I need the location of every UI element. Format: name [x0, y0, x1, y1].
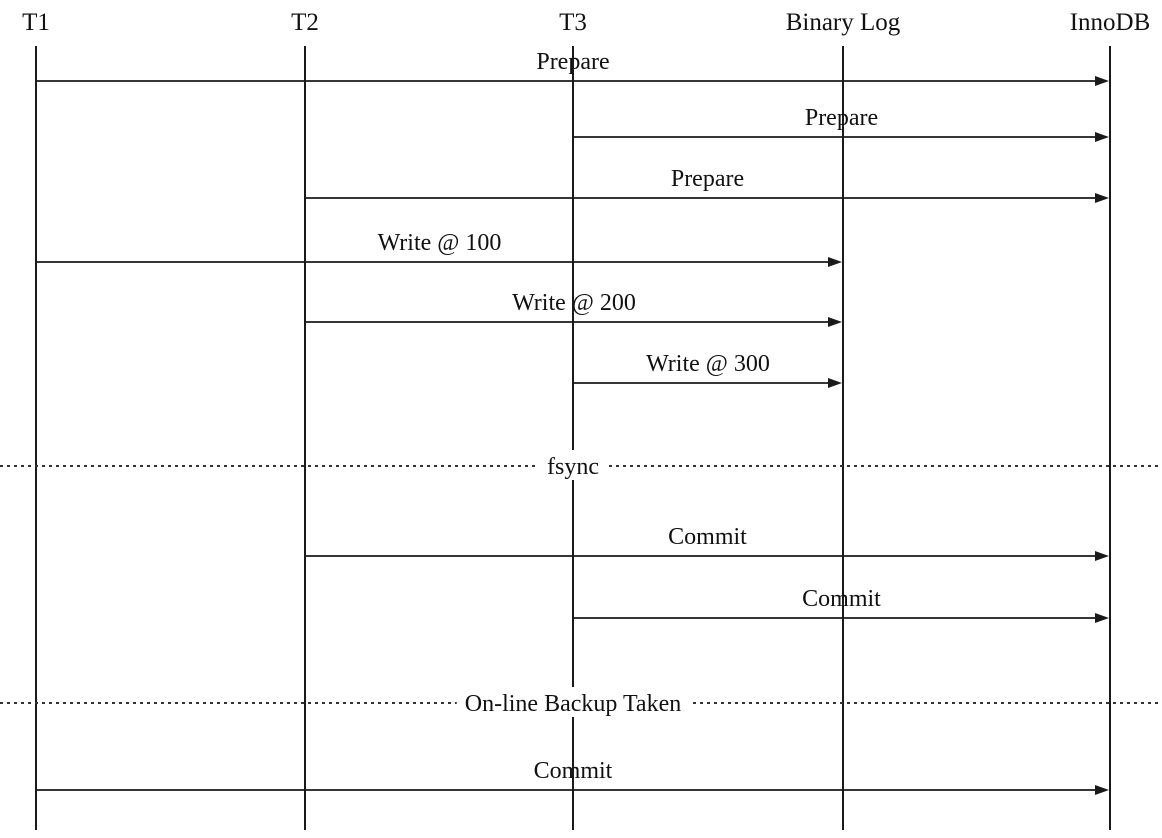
arrowhead-icon — [1095, 613, 1109, 623]
arrowhead-icon — [828, 317, 842, 327]
lifeline-label-t3: T3 — [559, 9, 587, 36]
message-label: Prepare — [671, 166, 744, 192]
message-label: Commit — [668, 524, 747, 550]
arrowhead-icon — [1095, 785, 1109, 795]
arrowhead-icon — [828, 378, 842, 388]
separator-label-bg — [456, 687, 690, 717]
message-label: Commit — [534, 758, 613, 784]
arrowhead-icon — [1095, 551, 1109, 561]
message-arrow: Write @ 100 — [36, 230, 842, 267]
message-arrow: Prepare — [573, 105, 1109, 142]
message-arrow: Commit — [305, 524, 1109, 561]
message-label: Write @ 100 — [378, 230, 502, 256]
arrowhead-icon — [1095, 132, 1109, 142]
separator-label-bg — [539, 450, 607, 480]
message-label: Commit — [802, 586, 881, 612]
lifelines: T1 T2 T3 Binary Log InnoDB — [22, 9, 1150, 830]
separator-label: On-line Backup Taken — [465, 691, 681, 717]
message-arrow: Prepare — [36, 49, 1109, 86]
message-arrow: Commit — [36, 758, 1109, 795]
message-arrow: Write @ 200 — [305, 290, 842, 327]
arrowhead-icon — [1095, 76, 1109, 86]
message-arrow: Write @ 300 — [573, 351, 842, 388]
lifeline-label-binlog: Binary Log — [786, 9, 901, 36]
lifeline-label-t2: T2 — [291, 9, 319, 36]
separator-label: fsync — [547, 454, 599, 480]
arrowhead-icon — [1095, 193, 1109, 203]
lifeline-label-t1: T1 — [22, 9, 50, 36]
message-label: Prepare — [805, 105, 878, 131]
message-label: Write @ 200 — [512, 290, 636, 316]
message-arrow: Prepare — [305, 166, 1109, 203]
message-label: Write @ 300 — [646, 351, 770, 377]
message-label: Prepare — [536, 49, 609, 75]
arrowhead-icon — [828, 257, 842, 267]
lifeline-label-innodb: InnoDB — [1070, 9, 1151, 36]
message-arrow: Commit — [573, 586, 1109, 623]
